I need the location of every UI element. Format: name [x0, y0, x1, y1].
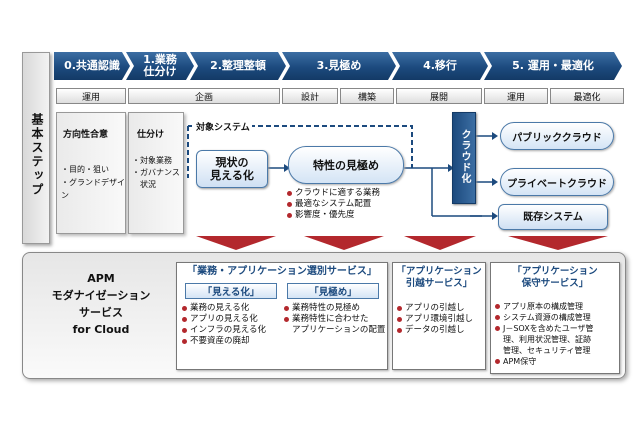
visualize-item: 不要資産の廃却 — [181, 336, 266, 347]
migration-service-title: 「アプリケーション 引越サービス」 — [396, 266, 482, 289]
maintenance-item-continuation: 理、利用状況管理、証跡 — [503, 335, 591, 344]
characteristic-items: クラウドに適する業務 最適なシステム配置 影響度・優先度 — [286, 188, 380, 221]
maintenance-item: APM保守 — [494, 356, 594, 367]
assessment-item: 業務特性に合わせた — [283, 314, 385, 325]
step-2-label: 2.整理整頓 — [210, 59, 266, 72]
maintenance-item: システム資源の構成管理 — [494, 312, 594, 323]
phase-kochiku: 構築 — [340, 88, 394, 104]
step-4-label: 4.移行 — [423, 59, 457, 72]
migration-item: データの引越し — [396, 325, 473, 336]
basic-steps-label: 基本ステップ — [22, 52, 50, 244]
step-0-chevron: 0.共通認識 — [54, 52, 130, 80]
maintenance-service-box: 「アプリケーション 保守サービス」 アプリ原本の構成管理 システム資源の構成管理… — [490, 262, 620, 374]
col0-item-1: ・目的・狙い — [61, 165, 109, 174]
visualize-item: アプリの見える化 — [181, 314, 266, 325]
sorting-title: 仕分け — [137, 130, 165, 140]
maintenance-items: アプリ原本の構成管理 システム資源の構成管理 J－SOXを含めたユーザ管 理、利… — [494, 301, 594, 367]
characteristic-assessment-label: 特性の見極め — [313, 159, 379, 172]
public-cloud-label: パブリッククラウド — [512, 132, 602, 144]
step-1-chevron: 1.業務 仕分け — [126, 52, 194, 80]
red-arrow-4 — [508, 236, 608, 250]
visualize-subtitle: 「見える化」 — [185, 283, 277, 299]
assessment-item-continuation: アプリケーションの配置 — [292, 325, 386, 335]
col1-item-1: ・対象業務 — [132, 156, 172, 165]
service-selection-title: 「業務・アプリケーション選別サービス」 — [187, 266, 377, 277]
col1-item-3: 状況 — [132, 180, 156, 189]
public-cloud: パブリッククラウド — [500, 122, 614, 150]
step-3-chevron: 3.見極め — [282, 52, 396, 80]
visualize-item: 業務の見える化 — [181, 303, 266, 314]
cloudification-bar: クラウド化 — [452, 112, 476, 204]
phase-sekkei: 設計 — [282, 88, 338, 104]
col0-item-2: ・グランドデザイン — [61, 178, 125, 200]
phase-tenkai: 展開 — [396, 88, 482, 104]
existing-system-box: 既存システム — [498, 204, 608, 230]
direction-agreement-title: 方向性合意 — [63, 130, 109, 140]
step-0-label: 0.共通認識 — [64, 59, 120, 72]
migration-items: アプリの引越し アプリ環境引越し データの引越し — [396, 303, 473, 336]
red-arrow-3 — [404, 236, 476, 250]
migration-service-box: 「アプリケーション 引越サービス」 アプリの引越し アプリ環境引越し データの引… — [392, 262, 486, 370]
visualize-item: インフラの見える化 — [181, 325, 266, 336]
private-cloud-label: プライベートクラウド — [507, 178, 607, 190]
visualize-current-box: 現状の 見える化 — [196, 150, 268, 188]
maintenance-item: J－SOXを含めたユーザ管 — [494, 323, 594, 334]
migration-item: アプリ環境引越し — [396, 314, 473, 325]
phase-saitekika: 最適化 — [550, 88, 624, 104]
col1-item-2: ・ガバナンス — [132, 168, 180, 177]
cloudification-label: クラウド化 — [459, 129, 470, 184]
phase-kikaku: 企画 — [128, 88, 280, 104]
step-1-label: 1.業務 仕分け — [143, 53, 177, 78]
maintenance-service-title: 「アプリケーション 保守サービス」 — [512, 266, 598, 289]
phase-unyo-1: 運用 — [56, 88, 126, 104]
maintenance-item-continuation: 管理、セキュリティ管理 — [503, 346, 591, 355]
visualize-items: 業務の見える化 アプリの見える化 インフラの見える化 不要資産の廃却 — [181, 303, 266, 347]
characteristic-assessment-cloud: 特性の見極め — [288, 146, 404, 184]
consensus-column: 方向性合意 ・目的・狙い ・グランドデザイン — [56, 112, 126, 234]
step-3-label: 3.見極め — [316, 59, 362, 72]
step-5-label: 5. 運用・最適化 — [512, 59, 594, 72]
characteristic-item: 最適なシステム配置 — [286, 199, 380, 210]
target-system-label: 対象システム — [194, 120, 252, 133]
sorting-column: 仕分け ・対象業務 ・ガバナンス 状況 — [128, 112, 184, 234]
assessment-items: 業務特性の見極め 業務特性に合わせた アプリケーションの配置 — [283, 303, 385, 336]
red-arrow-1 — [196, 236, 276, 250]
characteristic-item: クラウドに適する業務 — [286, 188, 380, 199]
assessment-item: 業務特性の見極め — [283, 303, 385, 314]
migration-item: アプリの引越し — [396, 303, 473, 314]
step-4-chevron: 4.移行 — [392, 52, 488, 80]
step-2-chevron: 2.整理整頓 — [190, 52, 286, 80]
maintenance-item: アプリ原本の構成管理 — [494, 301, 594, 312]
service-selection-box: 「業務・アプリケーション選別サービス」 「見える化」 「見極め」 業務の見える化… — [176, 262, 388, 370]
red-arrow-2 — [304, 236, 384, 250]
step-5-chevron: 5. 運用・最適化 — [484, 52, 622, 80]
assessment-subtitle: 「見極め」 — [287, 283, 379, 299]
characteristic-item: 影響度・優先度 — [286, 210, 380, 221]
private-cloud: プライベートクラウド — [500, 168, 614, 196]
apm-title: APM モダナイゼーション サービス for Cloud — [51, 272, 151, 336]
phase-unyo-2: 運用 — [484, 88, 548, 104]
